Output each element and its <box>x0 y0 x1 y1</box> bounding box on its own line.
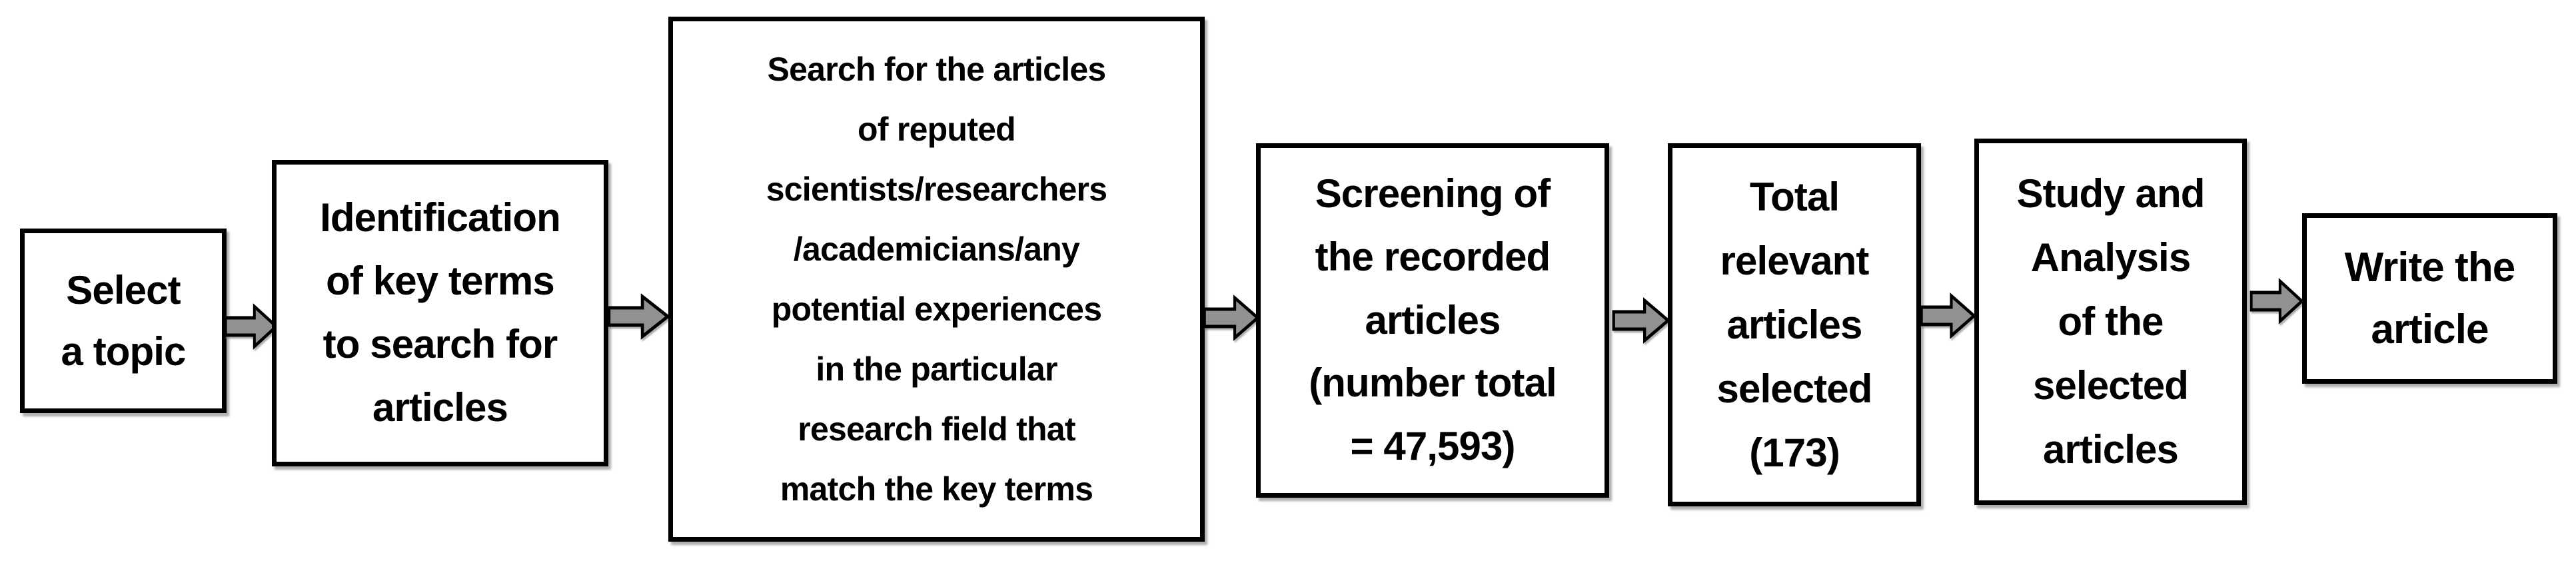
flow-step-write-article: Write the article <box>2302 213 2557 384</box>
flow-arrow-3 <box>1203 294 1261 341</box>
flow-arrow-5 <box>1920 292 1977 339</box>
flow-step-search-articles: Search for the articles of reputed scien… <box>668 17 1205 542</box>
flow-step-label: Study and Analysis of the selected artic… <box>2016 171 2206 472</box>
flow-step-screening-articles: Screening of the recorded articles (numb… <box>1256 143 1609 498</box>
flow-step-label: Identification of key terms to search fo… <box>320 195 561 430</box>
flow-step-label: Screening of the recorded articles (numb… <box>1309 171 1557 469</box>
flow-step-label: Select a topic <box>61 268 186 374</box>
flow-arrow-2 <box>607 293 671 340</box>
flow-step-identify-key-terms: Identification of key terms to search fo… <box>272 160 608 466</box>
flow-step-label: Write the article <box>2344 245 2516 352</box>
flow-step-select-topic: Select a topic <box>20 229 227 413</box>
flow-arrow-6 <box>2250 278 2304 324</box>
flow-step-label: Total relevant articles selected (173) <box>1716 174 1873 475</box>
flow-arrow-4 <box>1612 297 1671 344</box>
flow-step-study-analysis: Study and Analysis of the selected artic… <box>1974 139 2247 505</box>
flow-step-label: Search for the articles of reputed scien… <box>766 51 1107 508</box>
flow-arrow-1 <box>224 303 279 350</box>
flow-step-total-relevant-articles: Total relevant articles selected (173) <box>1668 143 1921 506</box>
